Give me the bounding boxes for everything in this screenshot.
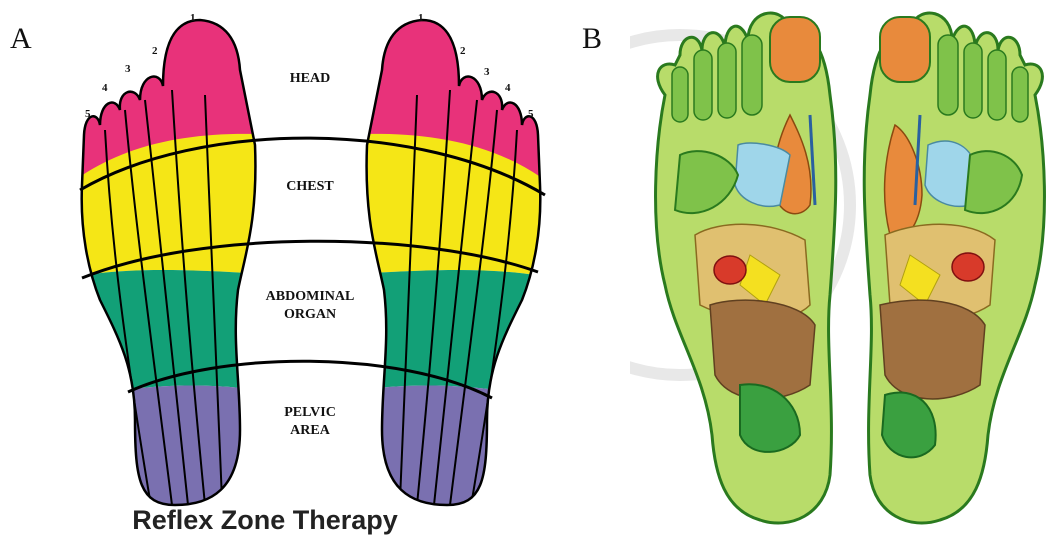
right-big-toe-head-organ [880,17,930,82]
panel-b-letter: B [582,22,602,56]
diagram-caption: Reflex Zone Therapy [0,505,530,536]
right-toe-number-3: 3 [484,66,490,78]
abdominal-zone-label: ABDOMINAL ORGAN [240,288,380,324]
left-toe-number-3: 3 [125,63,131,75]
left-lung-organ [735,143,790,206]
right-toe-number-5: 5 [528,108,534,120]
panel-b-reflexology-chart [630,5,1059,545]
panel-b-left-foot [656,13,836,523]
left-kidney-organ [714,256,746,284]
left-toe-number-1: 1 [190,12,196,24]
right-intestine-area [880,300,985,399]
head-zone-label: HEAD [270,70,350,88]
right-toe-number-4: 4 [505,82,511,94]
right-toe-number-2: 2 [460,45,466,57]
pelvic-zone-label: PELVIC AREA [260,404,360,440]
left-intestine-area [710,300,815,399]
right-kidney-organ [952,253,984,281]
right-foot-zones [340,0,560,545]
left-toe-number-2: 2 [152,45,158,57]
right-toe-number-1: 1 [418,12,424,24]
left-toe-number-5: 5 [85,108,91,120]
left-toe-number-4: 4 [102,82,108,94]
chest-zone-label: CHEST [270,178,350,196]
left-big-toe-head-organ [770,17,820,82]
panel-b-right-foot [864,13,1044,523]
